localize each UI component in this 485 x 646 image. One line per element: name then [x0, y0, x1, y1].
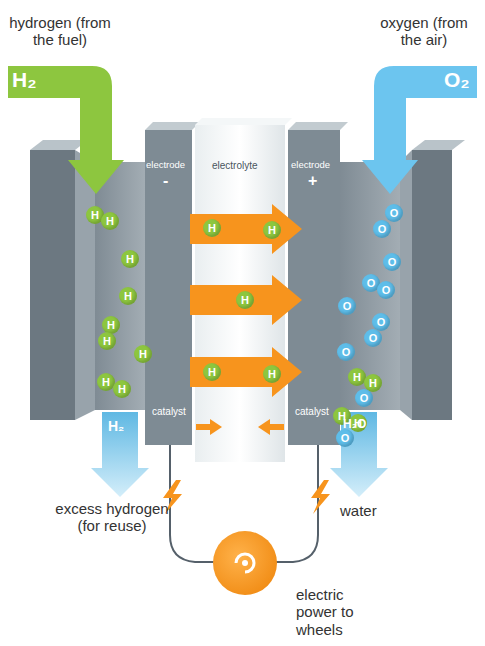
atom-symbol: H — [118, 384, 126, 395]
atom-symbol: O — [390, 208, 399, 219]
atom-symbol: H — [369, 378, 377, 389]
oxygen-atom: O — [364, 329, 382, 347]
part-name: catalyst — [295, 406, 329, 418]
oxygen-atom: O — [377, 281, 395, 299]
part-name: electrode — [291, 160, 330, 171]
part-name: electrolyte — [212, 160, 258, 172]
atom-symbol: O — [343, 301, 352, 312]
hydrogen-atom: H — [134, 345, 152, 363]
oxygen-atom: O — [338, 297, 356, 315]
atom-symbol: H — [91, 210, 99, 221]
atom-symbol: H — [268, 225, 276, 236]
hydrogen-atom: H — [101, 212, 119, 230]
gas-formula: O₂ — [444, 68, 470, 92]
oxygen-atom: O — [373, 220, 391, 238]
hydrogen-atom: H — [263, 221, 281, 239]
hydrogen-atom: H — [119, 287, 137, 305]
atom-symbol: O — [388, 257, 397, 268]
polarity-sign: - — [163, 172, 168, 190]
atom-symbol: O — [382, 285, 391, 296]
atom-symbol: O — [342, 347, 351, 358]
hydrogen-atom: H — [98, 332, 116, 350]
oxygen-atom: O — [355, 389, 373, 407]
atom-symbol: H — [106, 216, 114, 227]
atom-symbol: O — [341, 433, 350, 444]
gas-formula: H₂ — [12, 68, 37, 92]
gas-formula: H₂ — [108, 418, 124, 434]
atom-symbol: H — [103, 336, 111, 347]
atom-symbol: H — [241, 295, 249, 306]
output-label: electric power to wheels — [296, 586, 376, 638]
oxygen-atom: O — [337, 343, 355, 361]
hydrogen-atom: H — [203, 219, 221, 237]
hydrogen-atom: H — [263, 365, 281, 383]
atom-symbol: H — [208, 223, 216, 234]
output-label: water — [340, 502, 377, 519]
gas-formula: H₂O — [343, 418, 366, 432]
atom-symbol: H — [139, 349, 147, 360]
input-label: oxygen (from the air) — [368, 14, 480, 49]
oxygen-atom: O — [383, 253, 401, 271]
hydrogen-atom: H — [203, 363, 221, 381]
atom-symbol: H — [102, 377, 110, 388]
hydrogen-atom: H — [113, 380, 131, 398]
atom-symbol: O — [378, 224, 387, 235]
hydrogen-atom: H — [236, 291, 254, 309]
atom-symbol: H — [208, 367, 216, 378]
atom-symbol: O — [367, 278, 376, 289]
part-name: electrode — [146, 160, 185, 171]
atom-symbol: O — [377, 317, 386, 328]
output-label: excess hydrogen (for reuse) — [52, 500, 172, 535]
oxygen-atom: O — [336, 429, 354, 447]
atom-symbol: H — [353, 372, 361, 383]
atom-symbol: O — [369, 333, 378, 344]
atom-symbol: O — [360, 393, 369, 404]
polarity-sign: + — [308, 172, 317, 190]
input-label: hydrogen (from the fuel) — [4, 14, 116, 49]
hydrogen-atom: H — [121, 250, 139, 268]
atom-symbol: H — [126, 254, 134, 265]
part-name: catalyst — [152, 406, 186, 418]
atom-symbol: H — [107, 320, 115, 331]
oxygen-atom: O — [385, 204, 403, 222]
atom-symbol: H — [268, 369, 276, 380]
atom-symbol: H — [124, 291, 132, 302]
